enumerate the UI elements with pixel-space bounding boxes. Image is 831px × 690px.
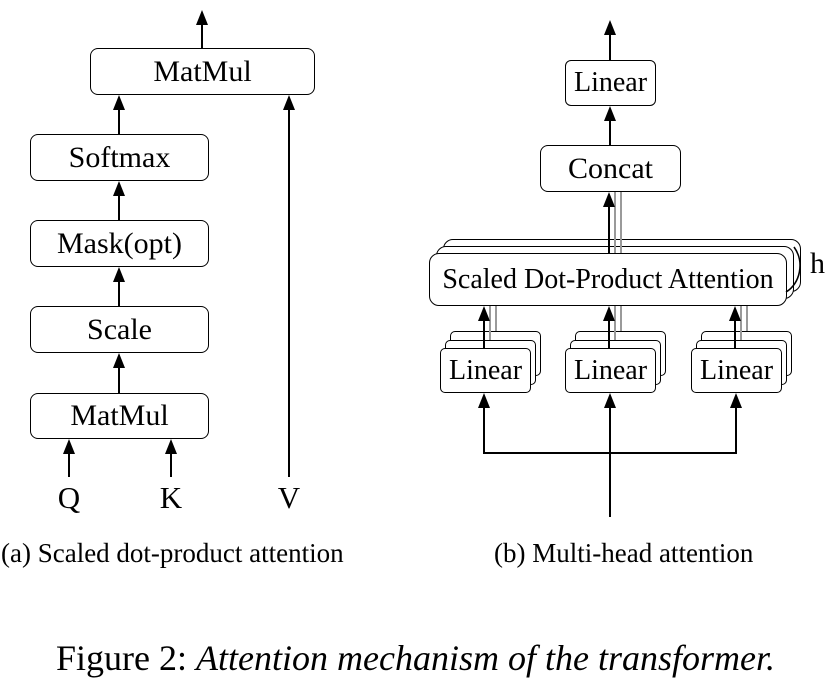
output-arrow-line-b	[609, 32, 611, 60]
linear-left-ghost-line-1	[489, 306, 491, 340]
subcaption-b: (b) Multi-head attention	[494, 538, 754, 568]
output-arrowhead-a	[196, 10, 208, 25]
concat-to-linear-line	[609, 118, 611, 145]
linear-right-to-sdpa-line	[734, 318, 736, 348]
input-right-line	[735, 405, 737, 453]
input-right-arrowhead	[730, 393, 742, 408]
sdpa-to-concat-ghost-line-1	[614, 192, 616, 253]
linear-mid-box-front: Linear	[565, 348, 656, 393]
v-arrowhead	[283, 95, 295, 110]
q-arrow-line	[68, 451, 70, 477]
linear-mid-label: Linear	[573, 354, 648, 386]
scale-box: Scale	[30, 306, 209, 353]
subcaption-a: (a) Scaled dot-product attention	[1, 538, 344, 568]
mask-to-softmax-line	[118, 193, 120, 220]
linear-top-box: Linear	[565, 60, 656, 106]
input-stem-line	[609, 452, 611, 517]
head-count-brace	[785, 246, 801, 293]
linear-left-ghost-line-2	[495, 306, 497, 331]
sdpa-box-front: Scaled Dot-Product Attention	[429, 253, 787, 306]
mask-box: Mask(opt)	[30, 220, 209, 267]
scale-to-mask-line	[118, 279, 120, 306]
input-left-arrowhead	[478, 393, 490, 408]
sdpa-label: Scaled Dot-Product Attention	[442, 263, 774, 295]
figure-caption: Figure 2: Attention mechanism of the tra…	[0, 638, 831, 679]
input-mid-line	[609, 405, 611, 453]
scale-to-mask-arrowhead	[113, 267, 125, 282]
linear-mid-ghost-line-2	[620, 306, 622, 331]
sdpa-to-concat-ghost-line-2	[620, 192, 622, 253]
input-mid-arrowhead	[604, 393, 616, 408]
matmul-bottom-box: MatMul	[30, 393, 209, 439]
matmul-top-box: MatMul	[90, 48, 315, 95]
sdpa-to-concat-arrowhead	[603, 192, 615, 207]
linear-left-box-front: Linear	[440, 348, 531, 393]
matmul-top-label: MatMul	[153, 54, 252, 88]
linear-mid-ghost-line-1	[614, 306, 616, 340]
linear-right-label: Linear	[699, 354, 774, 386]
linear-mid-to-sdpa-arrowhead	[603, 306, 615, 321]
q-input-label: Q	[57, 480, 81, 515]
softmax-box: Softmax	[30, 134, 209, 181]
concat-box: Concat	[540, 145, 681, 192]
linear-top-label: Linear	[573, 67, 648, 98]
concat-label: Concat	[568, 151, 653, 185]
head-count-label: h	[810, 247, 825, 280]
linear-right-box-front: Linear	[691, 348, 782, 393]
figure-caption-italic: Attention mechanism of the transformer.	[196, 638, 775, 678]
input-left-line	[483, 405, 485, 453]
figure-caption-prefix: Figure 2:	[56, 638, 197, 678]
linear-left-to-sdpa-line	[483, 318, 485, 348]
matmul-to-scale-line	[118, 365, 120, 393]
linear-left-to-sdpa-arrowhead	[478, 306, 490, 321]
linear-right-ghost-line-2	[746, 306, 748, 331]
linear-left-label: Linear	[448, 354, 523, 386]
k-arrow-line	[170, 451, 172, 477]
q-arrowhead	[63, 439, 75, 454]
mask-label: Mask(opt)	[57, 226, 182, 260]
matmul-to-scale-arrowhead	[113, 353, 125, 368]
k-input-label: K	[159, 480, 183, 515]
linear-right-to-sdpa-arrowhead	[729, 306, 741, 321]
sdpa-to-concat-line	[608, 204, 610, 253]
linear-right-ghost-line-1	[740, 306, 742, 340]
output-arrow-line-a	[201, 22, 203, 48]
matmul-bottom-label: MatMul	[70, 399, 169, 432]
scale-label: Scale	[87, 312, 152, 346]
v-input-label: V	[277, 480, 301, 515]
softmax-label: Softmax	[68, 140, 171, 174]
output-arrowhead-b	[604, 20, 616, 35]
k-arrowhead	[165, 439, 177, 454]
softmax-to-matmul-arrowhead	[113, 95, 125, 110]
linear-mid-to-sdpa-line	[608, 318, 610, 348]
v-arrow-line	[288, 107, 290, 477]
mask-to-softmax-arrowhead	[113, 181, 125, 196]
concat-to-linear-arrowhead	[604, 106, 616, 121]
softmax-to-matmul-line	[118, 107, 120, 134]
